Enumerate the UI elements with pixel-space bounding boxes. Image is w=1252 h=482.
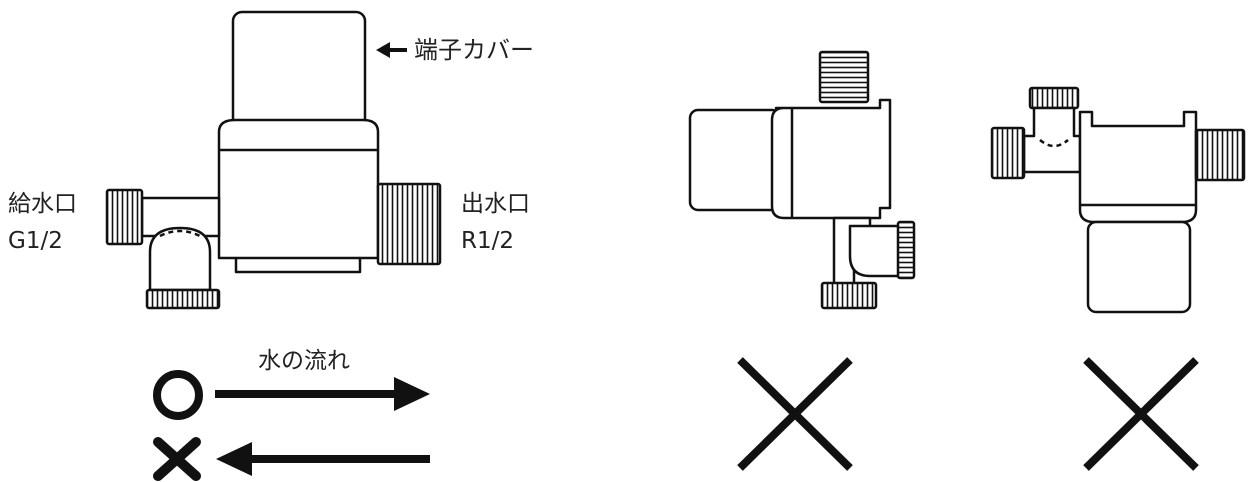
inlet-thread <box>105 188 144 246</box>
inlet-size-label: G1/2 <box>8 228 63 254</box>
wrong-x-mark-2 <box>1083 357 1199 471</box>
valve-body <box>217 118 380 274</box>
outlet-size-label: R1/2 <box>461 228 514 254</box>
bottom-nut <box>145 288 221 310</box>
correct-circle-mark <box>153 370 203 420</box>
terminal-cover-callout: 端子カバー <box>376 36 534 64</box>
valve-wrong-orientation-upside-down <box>990 86 1246 314</box>
flow-arrow-right <box>215 377 430 411</box>
flow-arrow-left <box>216 442 430 476</box>
valve-wrong-orientation-sideways <box>688 50 916 310</box>
wrong-x-mark-1 <box>737 357 853 471</box>
outlet-label: 出水口 <box>461 191 530 217</box>
wrong-x-mark-small <box>153 437 201 481</box>
valve-correct-orientation <box>105 10 442 310</box>
terminal-cover-label: 端子カバー <box>414 36 534 64</box>
water-flow-label: 水の流れ <box>258 348 350 374</box>
inlet-label: 給水口 <box>8 191 77 217</box>
outlet-thread <box>376 182 442 266</box>
terminal-cover <box>231 10 367 134</box>
